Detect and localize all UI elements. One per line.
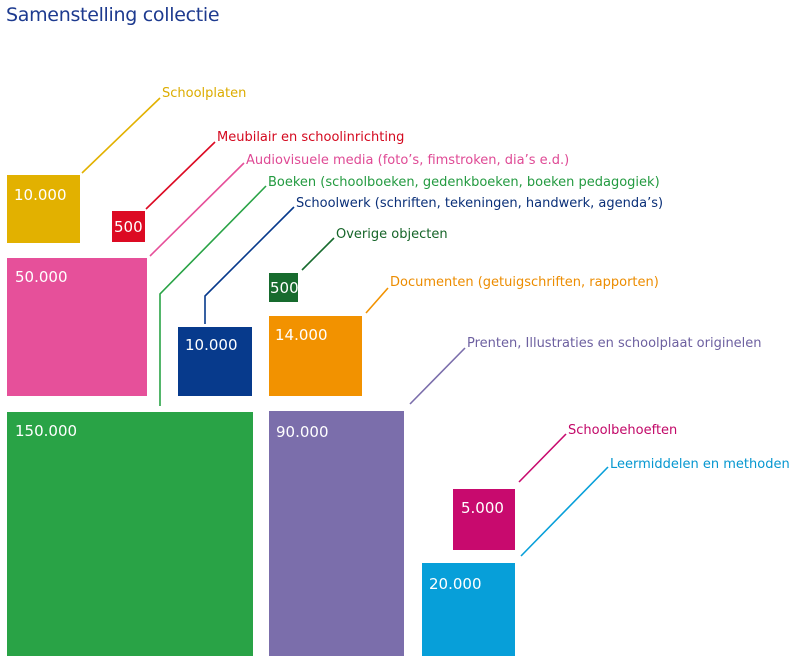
item-6-box xyxy=(269,273,298,302)
item-9-leader-line xyxy=(518,433,567,483)
item-6-value-label: 500 xyxy=(270,279,299,297)
item-6-leader-line xyxy=(301,237,335,271)
item-4-value-label: 150.000 xyxy=(15,422,77,440)
item-9-box xyxy=(453,489,515,550)
item-8-box xyxy=(269,411,404,656)
item-4-leader-line xyxy=(159,185,267,406)
item-2-value-label: 500 xyxy=(114,218,143,236)
item-7-category-label: Documenten (getuigschriften, rapporten) xyxy=(390,275,659,290)
item-5-leader-line xyxy=(204,206,295,324)
item-2-box xyxy=(112,211,145,242)
item-3-box xyxy=(7,258,147,396)
item-3-leader-line xyxy=(149,162,245,257)
item-1-value-label: 10.000 xyxy=(14,186,67,204)
item-8-leader-line xyxy=(409,347,466,405)
item-5-box xyxy=(178,327,252,396)
item-6-category-label: Overige objecten xyxy=(336,227,448,242)
item-8-value-label: 90.000 xyxy=(276,423,329,441)
item-10-box xyxy=(422,563,515,656)
item-3-value-label: 50.000 xyxy=(15,268,68,286)
page-title: Samenstelling collectie xyxy=(6,4,220,26)
item-10-leader-line xyxy=(520,466,609,557)
item-10-category-label: Leermiddelen en methoden xyxy=(610,457,790,472)
item-1-box xyxy=(7,175,80,243)
item-2-category-label: Meubilair en schoolinrichting xyxy=(217,130,404,145)
item-3-category-label: Audiovisuele media (foto’s, fimstroken, … xyxy=(246,153,569,168)
item-9-value-label: 5.000 xyxy=(461,499,504,517)
item-2-leader-line xyxy=(145,141,216,210)
item-10-value-label: 20.000 xyxy=(429,575,482,593)
item-8-category-label: Prenten, Illustraties en schoolplaat ori… xyxy=(467,336,762,351)
item-4-category-label: Boeken (schoolboeken, gedenkboeken, boek… xyxy=(268,175,660,190)
item-7-value-label: 14.000 xyxy=(275,326,328,344)
item-1-leader-line xyxy=(81,97,161,174)
item-4-box xyxy=(7,412,253,656)
item-5-category-label: Schoolwerk (schriften, tekeningen, handw… xyxy=(296,196,663,211)
item-1-category-label: Schoolplaten xyxy=(162,86,246,101)
item-7-leader-line xyxy=(365,287,389,314)
item-9-category-label: Schoolbehoeften xyxy=(568,423,677,438)
item-7-box xyxy=(269,316,362,396)
item-5-value-label: 10.000 xyxy=(185,336,238,354)
